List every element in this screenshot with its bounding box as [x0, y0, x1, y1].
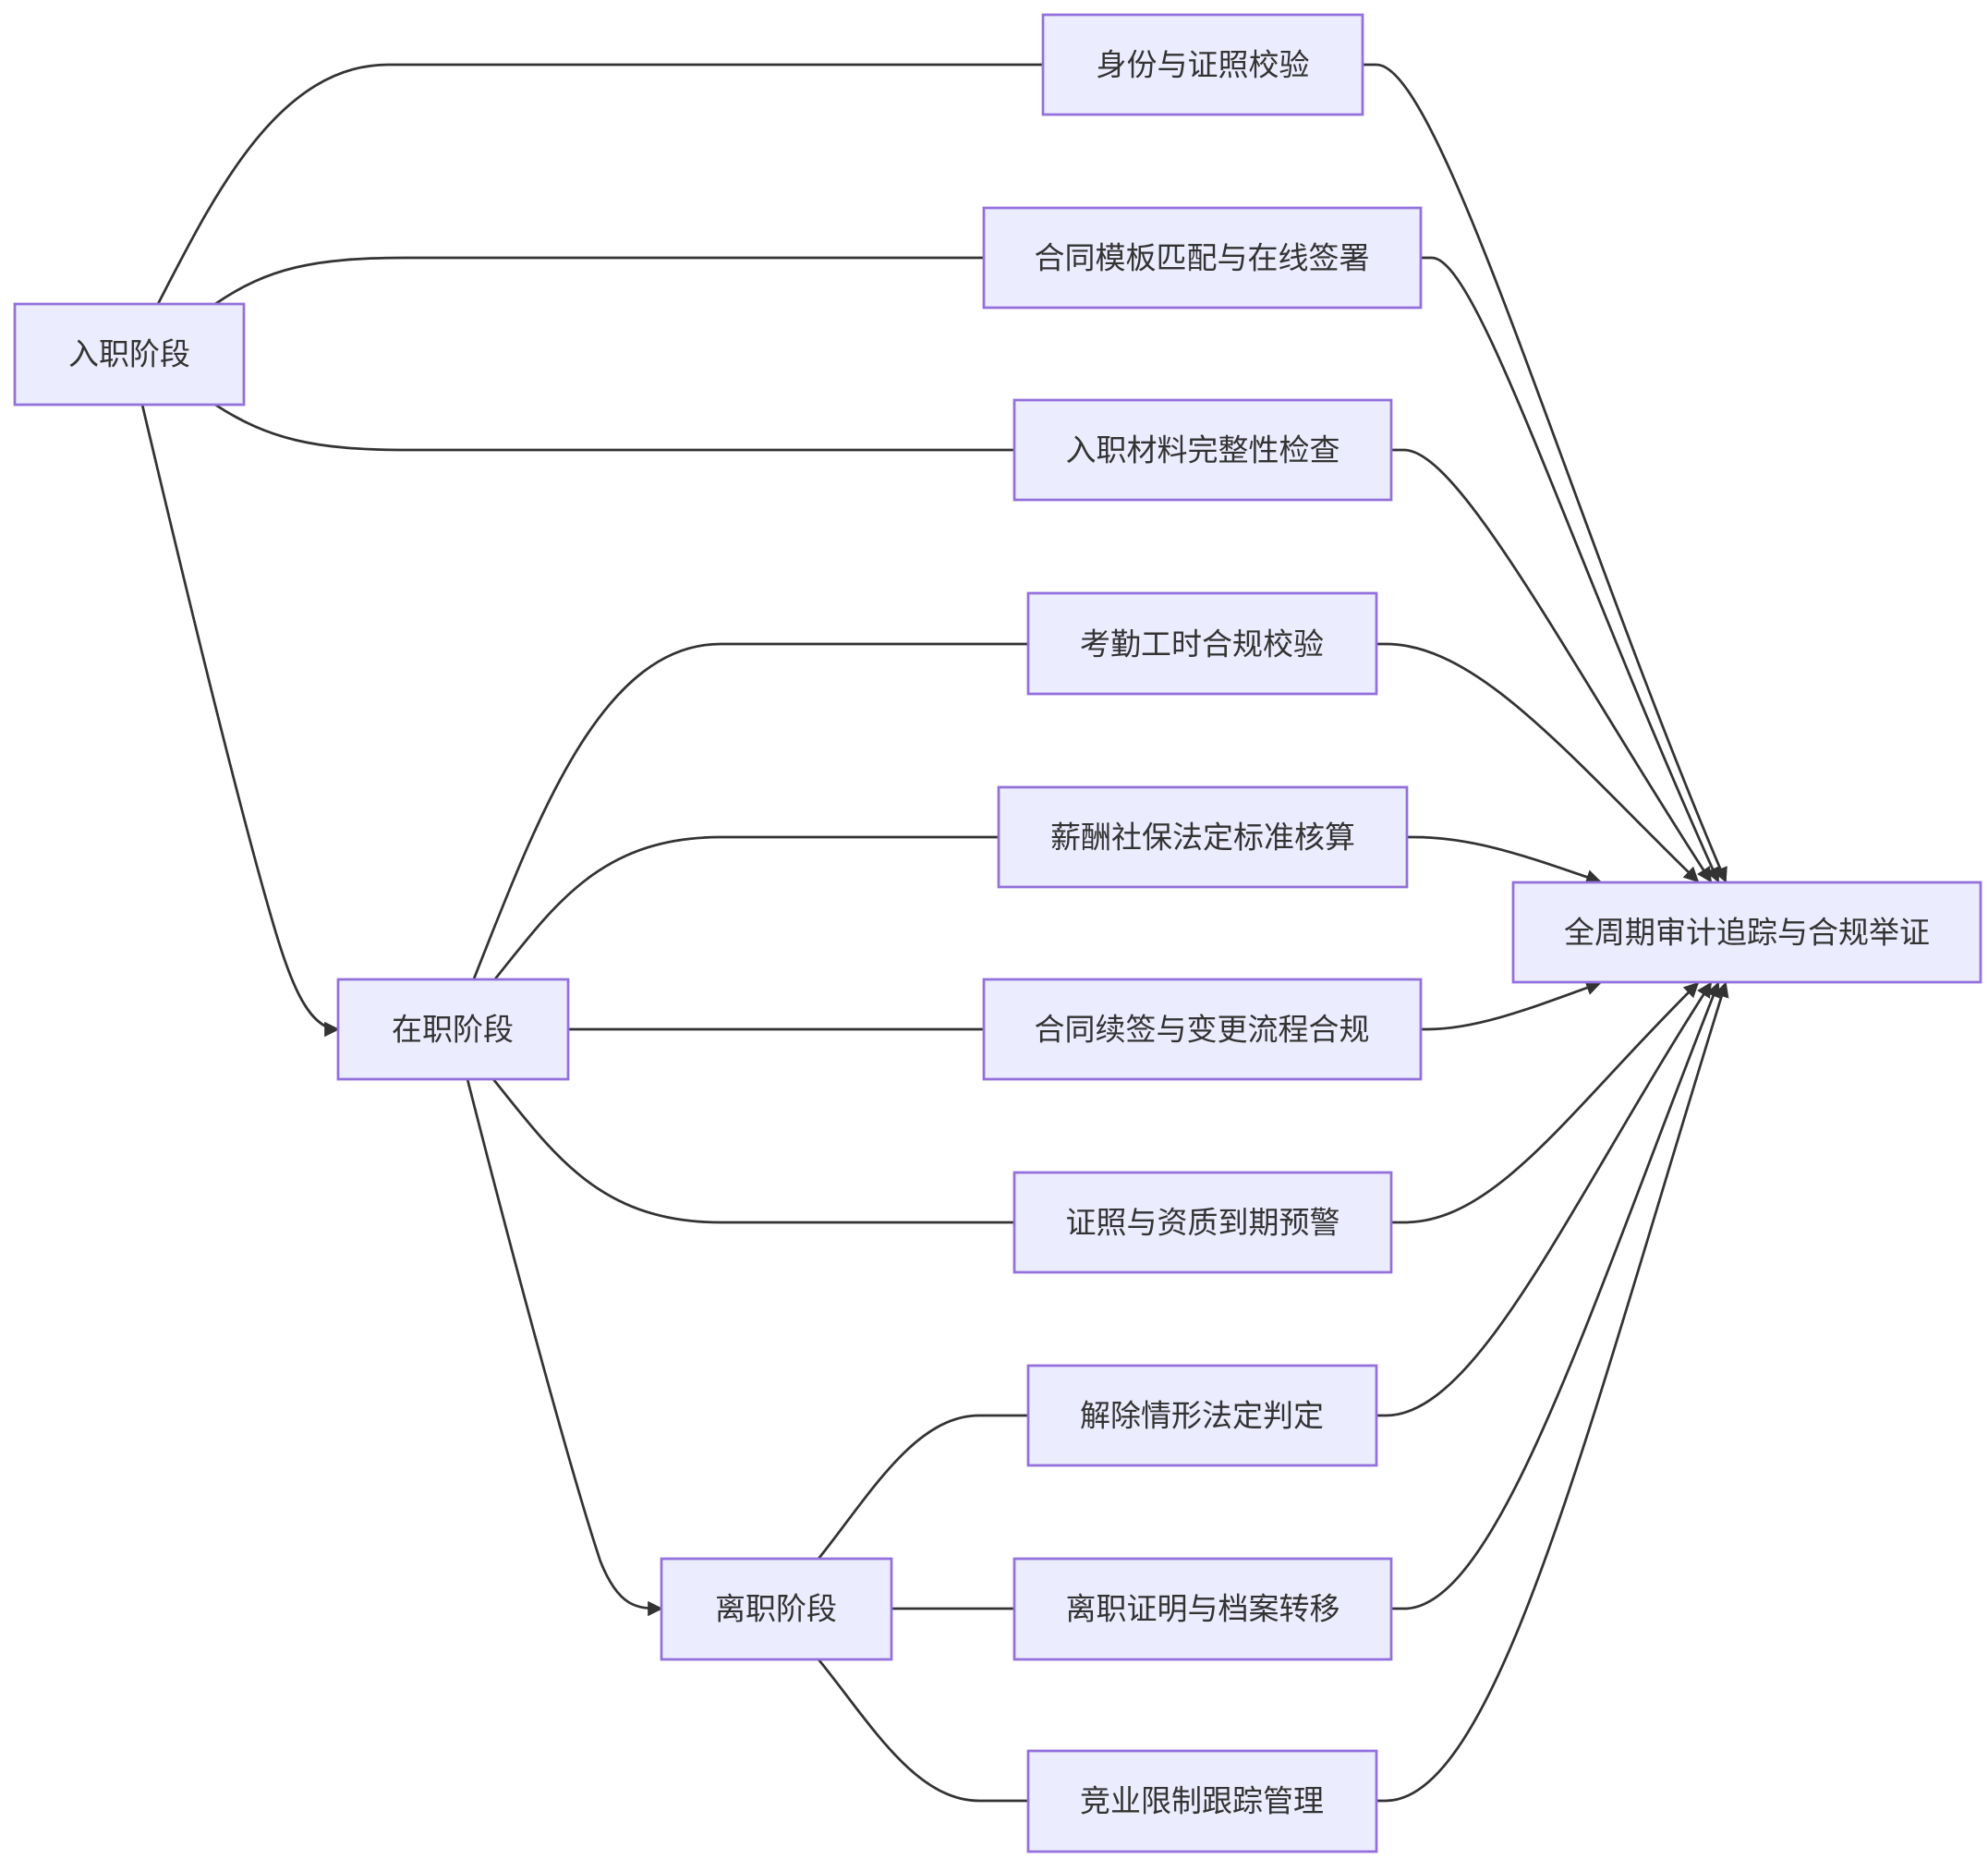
node-offboarding-label: 离职阶段: [715, 1591, 837, 1627]
edge-archive-to-audit: [1391, 981, 1721, 1610]
edge-onboarding-to-material-check: [214, 403, 1014, 452]
edge-layer: [140, 63, 1729, 1803]
edge-attendance-to-audit: [1376, 642, 1700, 883]
node-attendance-label: 考勤工时合规校验: [1080, 626, 1324, 662]
node-layer: 入职阶段 在职阶段 离职阶段 身份与证照校验 合同模板匹配与在线签署 入职材料完…: [13, 13, 1982, 1853]
edge-offboarding-to-noncompete: [817, 1659, 1028, 1803]
edge-employment-to-attendance: [471, 642, 1028, 982]
edge-id-check-to-audit: [1363, 63, 1727, 883]
edge-onboarding-to-employment: [140, 404, 340, 1038]
edge-onboarding-to-id-check: [156, 63, 1043, 305]
edge-license-alert-to-audit: [1391, 981, 1700, 1224]
node-id-check[interactable]: 身份与证照校验: [1041, 13, 1364, 116]
node-onboarding-label: 入职阶段: [68, 336, 190, 372]
edge-material-check-to-audit: [1391, 448, 1713, 883]
node-attendance[interactable]: 考勤工时合规校验: [1026, 591, 1378, 696]
edge-termination-to-audit: [1376, 981, 1713, 1417]
edge-contract-renew-to-audit: [1421, 980, 1602, 1031]
node-onboarding[interactable]: 入职阶段: [13, 302, 246, 407]
node-id-check-label: 身份与证照校验: [1097, 47, 1310, 83]
node-archive-label: 离职证明与档案转移: [1066, 1591, 1340, 1627]
node-employment-label: 在职阶段: [392, 1012, 514, 1048]
node-license-alert[interactable]: 证照与资质到期预警: [1012, 1171, 1393, 1274]
edge-contract-sign-to-audit: [1421, 256, 1720, 883]
node-material-check[interactable]: 入职材料完整性检查: [1012, 398, 1393, 502]
edge-onboarding-to-contract-sign: [214, 256, 984, 306]
node-contract-sign-label: 合同模板匹配与在线签署: [1035, 240, 1370, 276]
node-payroll-label: 薪酬社保法定标准核算: [1050, 820, 1355, 856]
node-archive[interactable]: 离职证明与档案转移: [1012, 1557, 1393, 1661]
edge-employment-to-payroll: [491, 835, 999, 982]
node-employment[interactable]: 在职阶段: [336, 978, 570, 1081]
edge-offboarding-to-termination: [817, 1414, 1028, 1560]
node-noncompete-label: 竞业限制跟踪管理: [1080, 1783, 1324, 1819]
node-contract-renew-label: 合同续签与变更流程合规: [1035, 1012, 1370, 1048]
node-license-alert-label: 证照与资质到期预警: [1066, 1205, 1340, 1241]
edge-employment-to-license-alert: [491, 1078, 1014, 1224]
node-offboarding[interactable]: 离职阶段: [660, 1557, 893, 1661]
node-audit[interactable]: 全周期审计追踪与合规举证: [1511, 881, 1982, 984]
node-noncompete[interactable]: 竞业限制跟踪管理: [1026, 1749, 1378, 1853]
node-payroll[interactable]: 薪酬社保法定标准核算: [997, 785, 1409, 889]
node-contract-sign[interactable]: 合同模板匹配与在线签署: [982, 206, 1423, 310]
node-termination[interactable]: 解除情形法定判定: [1026, 1364, 1378, 1467]
edge-noncompete-to-audit: [1376, 981, 1729, 1803]
edge-employment-to-offboarding: [466, 1078, 663, 1617]
node-audit-label: 全周期审计追踪与合规举证: [1564, 915, 1930, 951]
node-termination-label: 解除情形法定判定: [1080, 1398, 1324, 1434]
node-contract-renew[interactable]: 合同续签与变更流程合规: [982, 978, 1423, 1081]
node-material-check-label: 入职材料完整性检查: [1066, 432, 1340, 468]
edge-payroll-to-audit: [1407, 835, 1602, 885]
